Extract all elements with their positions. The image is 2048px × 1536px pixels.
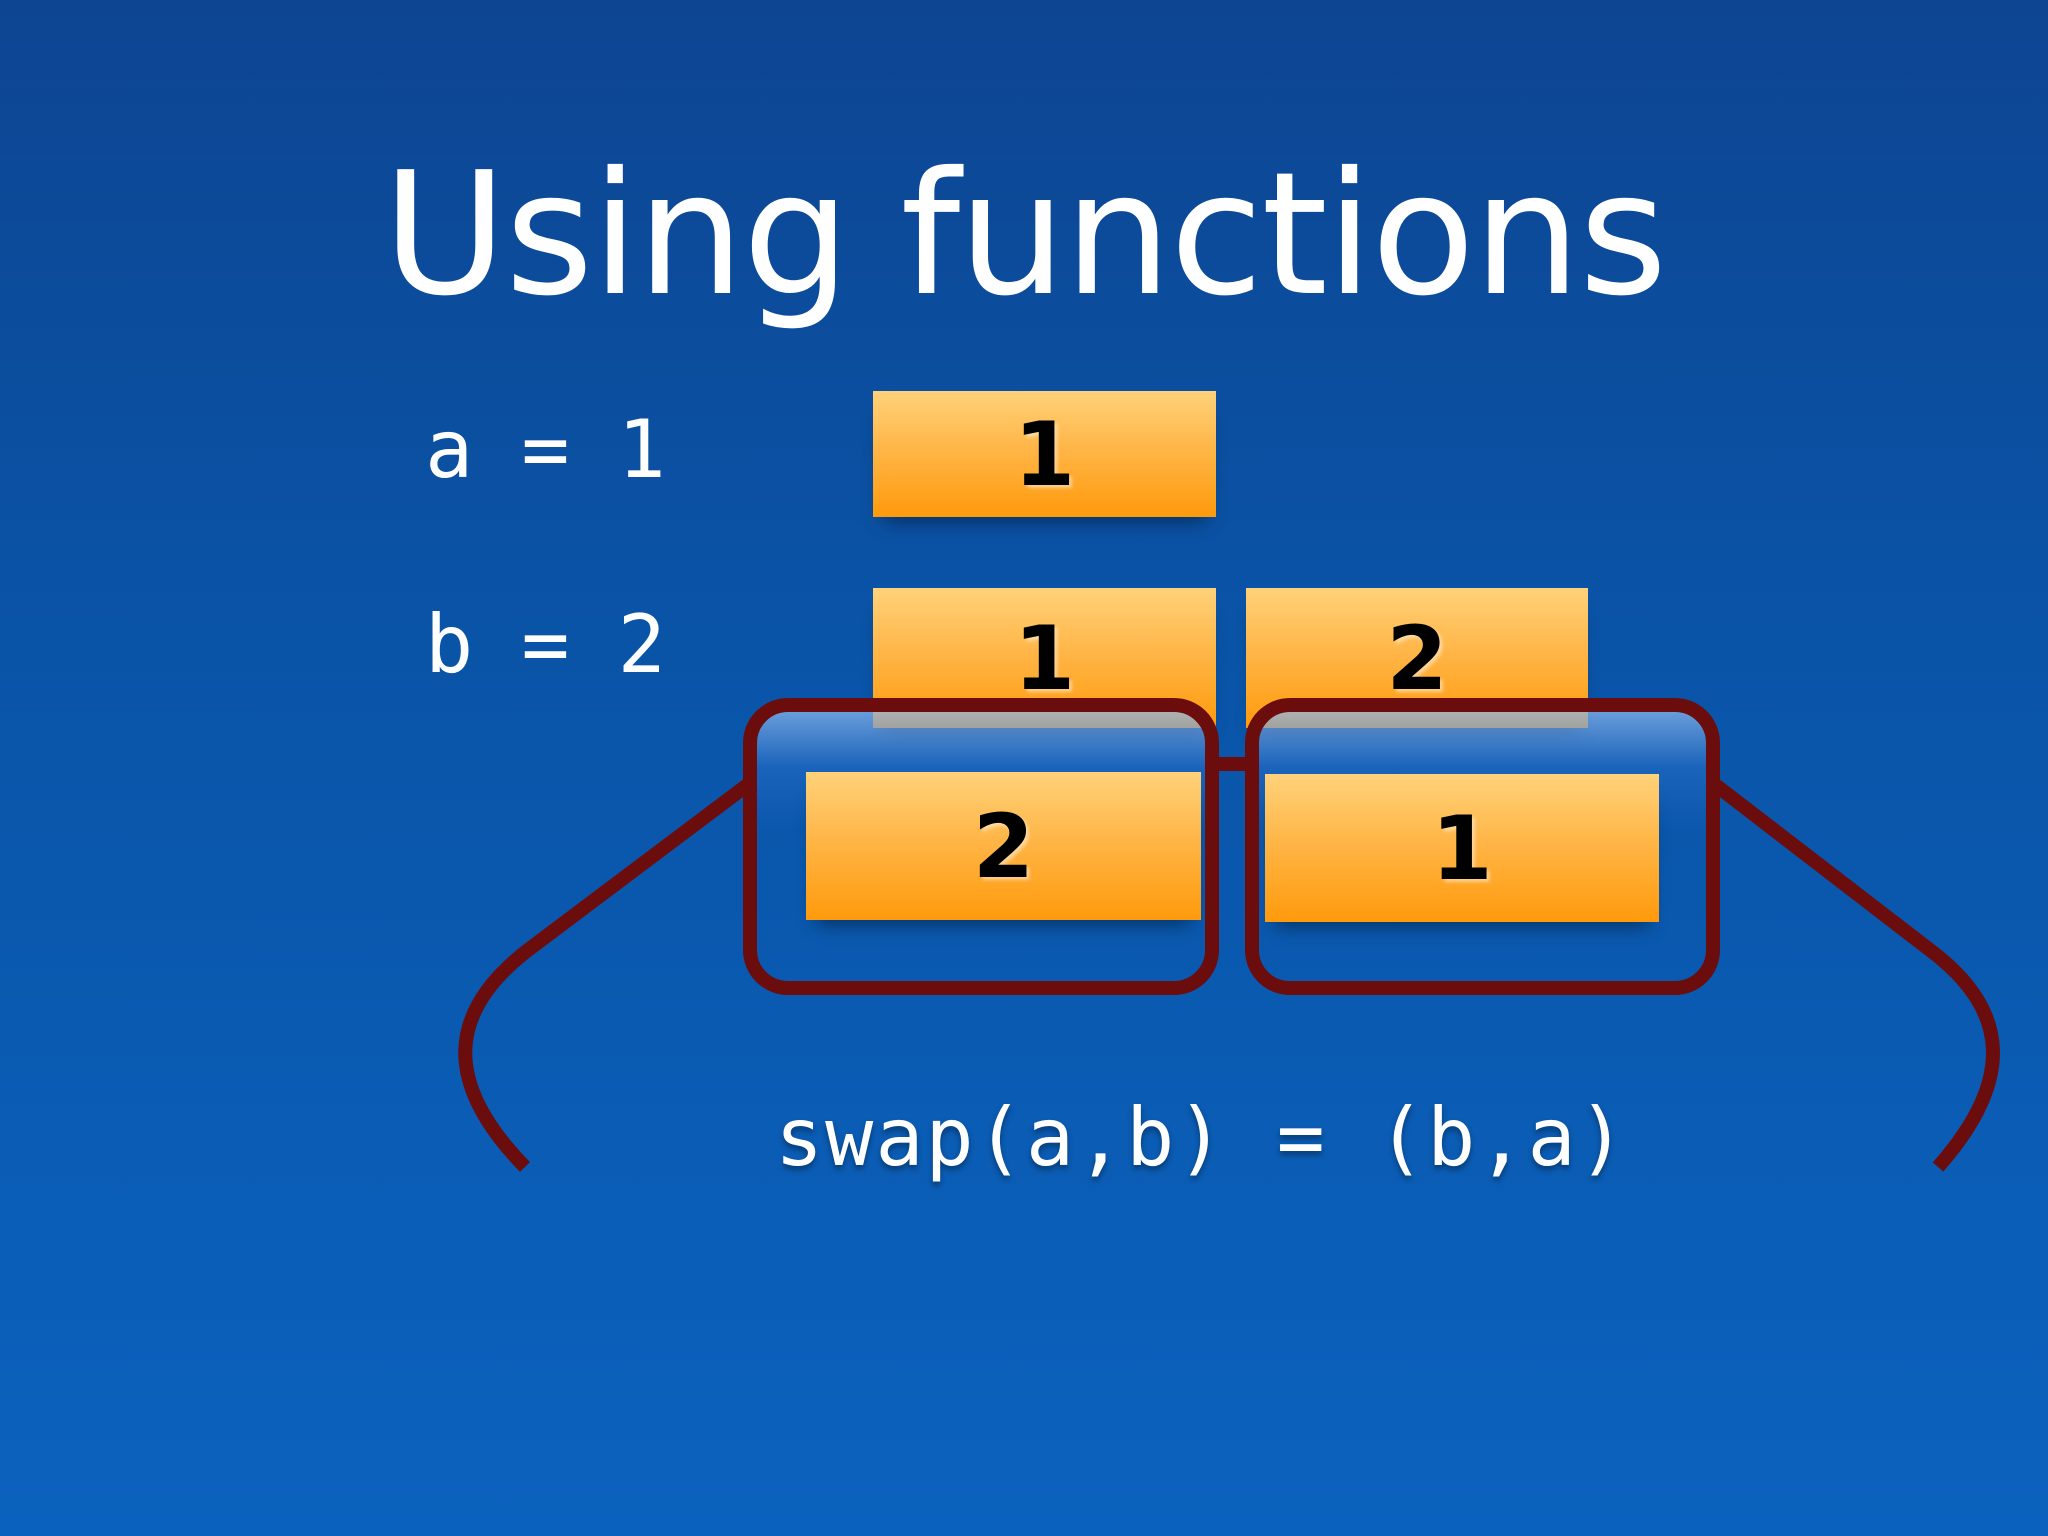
value-box-b-right-number: 2 xyxy=(1386,606,1448,710)
swapped-box-right-number: 1 xyxy=(1431,796,1493,900)
swapped-box-left: 2 xyxy=(806,772,1201,920)
assignment-b: b = 2 xyxy=(425,598,666,691)
value-box-a-number: 1 xyxy=(1013,402,1076,506)
assignment-a: a = 1 xyxy=(425,403,666,496)
glasses-right-temple xyxy=(1708,777,2000,1172)
glasses-left-temple xyxy=(458,777,755,1172)
swapped-box-left-number: 2 xyxy=(972,794,1035,898)
value-box-a: 1 xyxy=(873,391,1216,517)
swap-expression: swap(a,b) = (b,a) xyxy=(775,1091,1628,1184)
slide-title: Using functions xyxy=(382,136,1668,334)
value-box-b-left-number: 1 xyxy=(1013,606,1076,710)
swapped-box-right: 1 xyxy=(1265,774,1659,922)
